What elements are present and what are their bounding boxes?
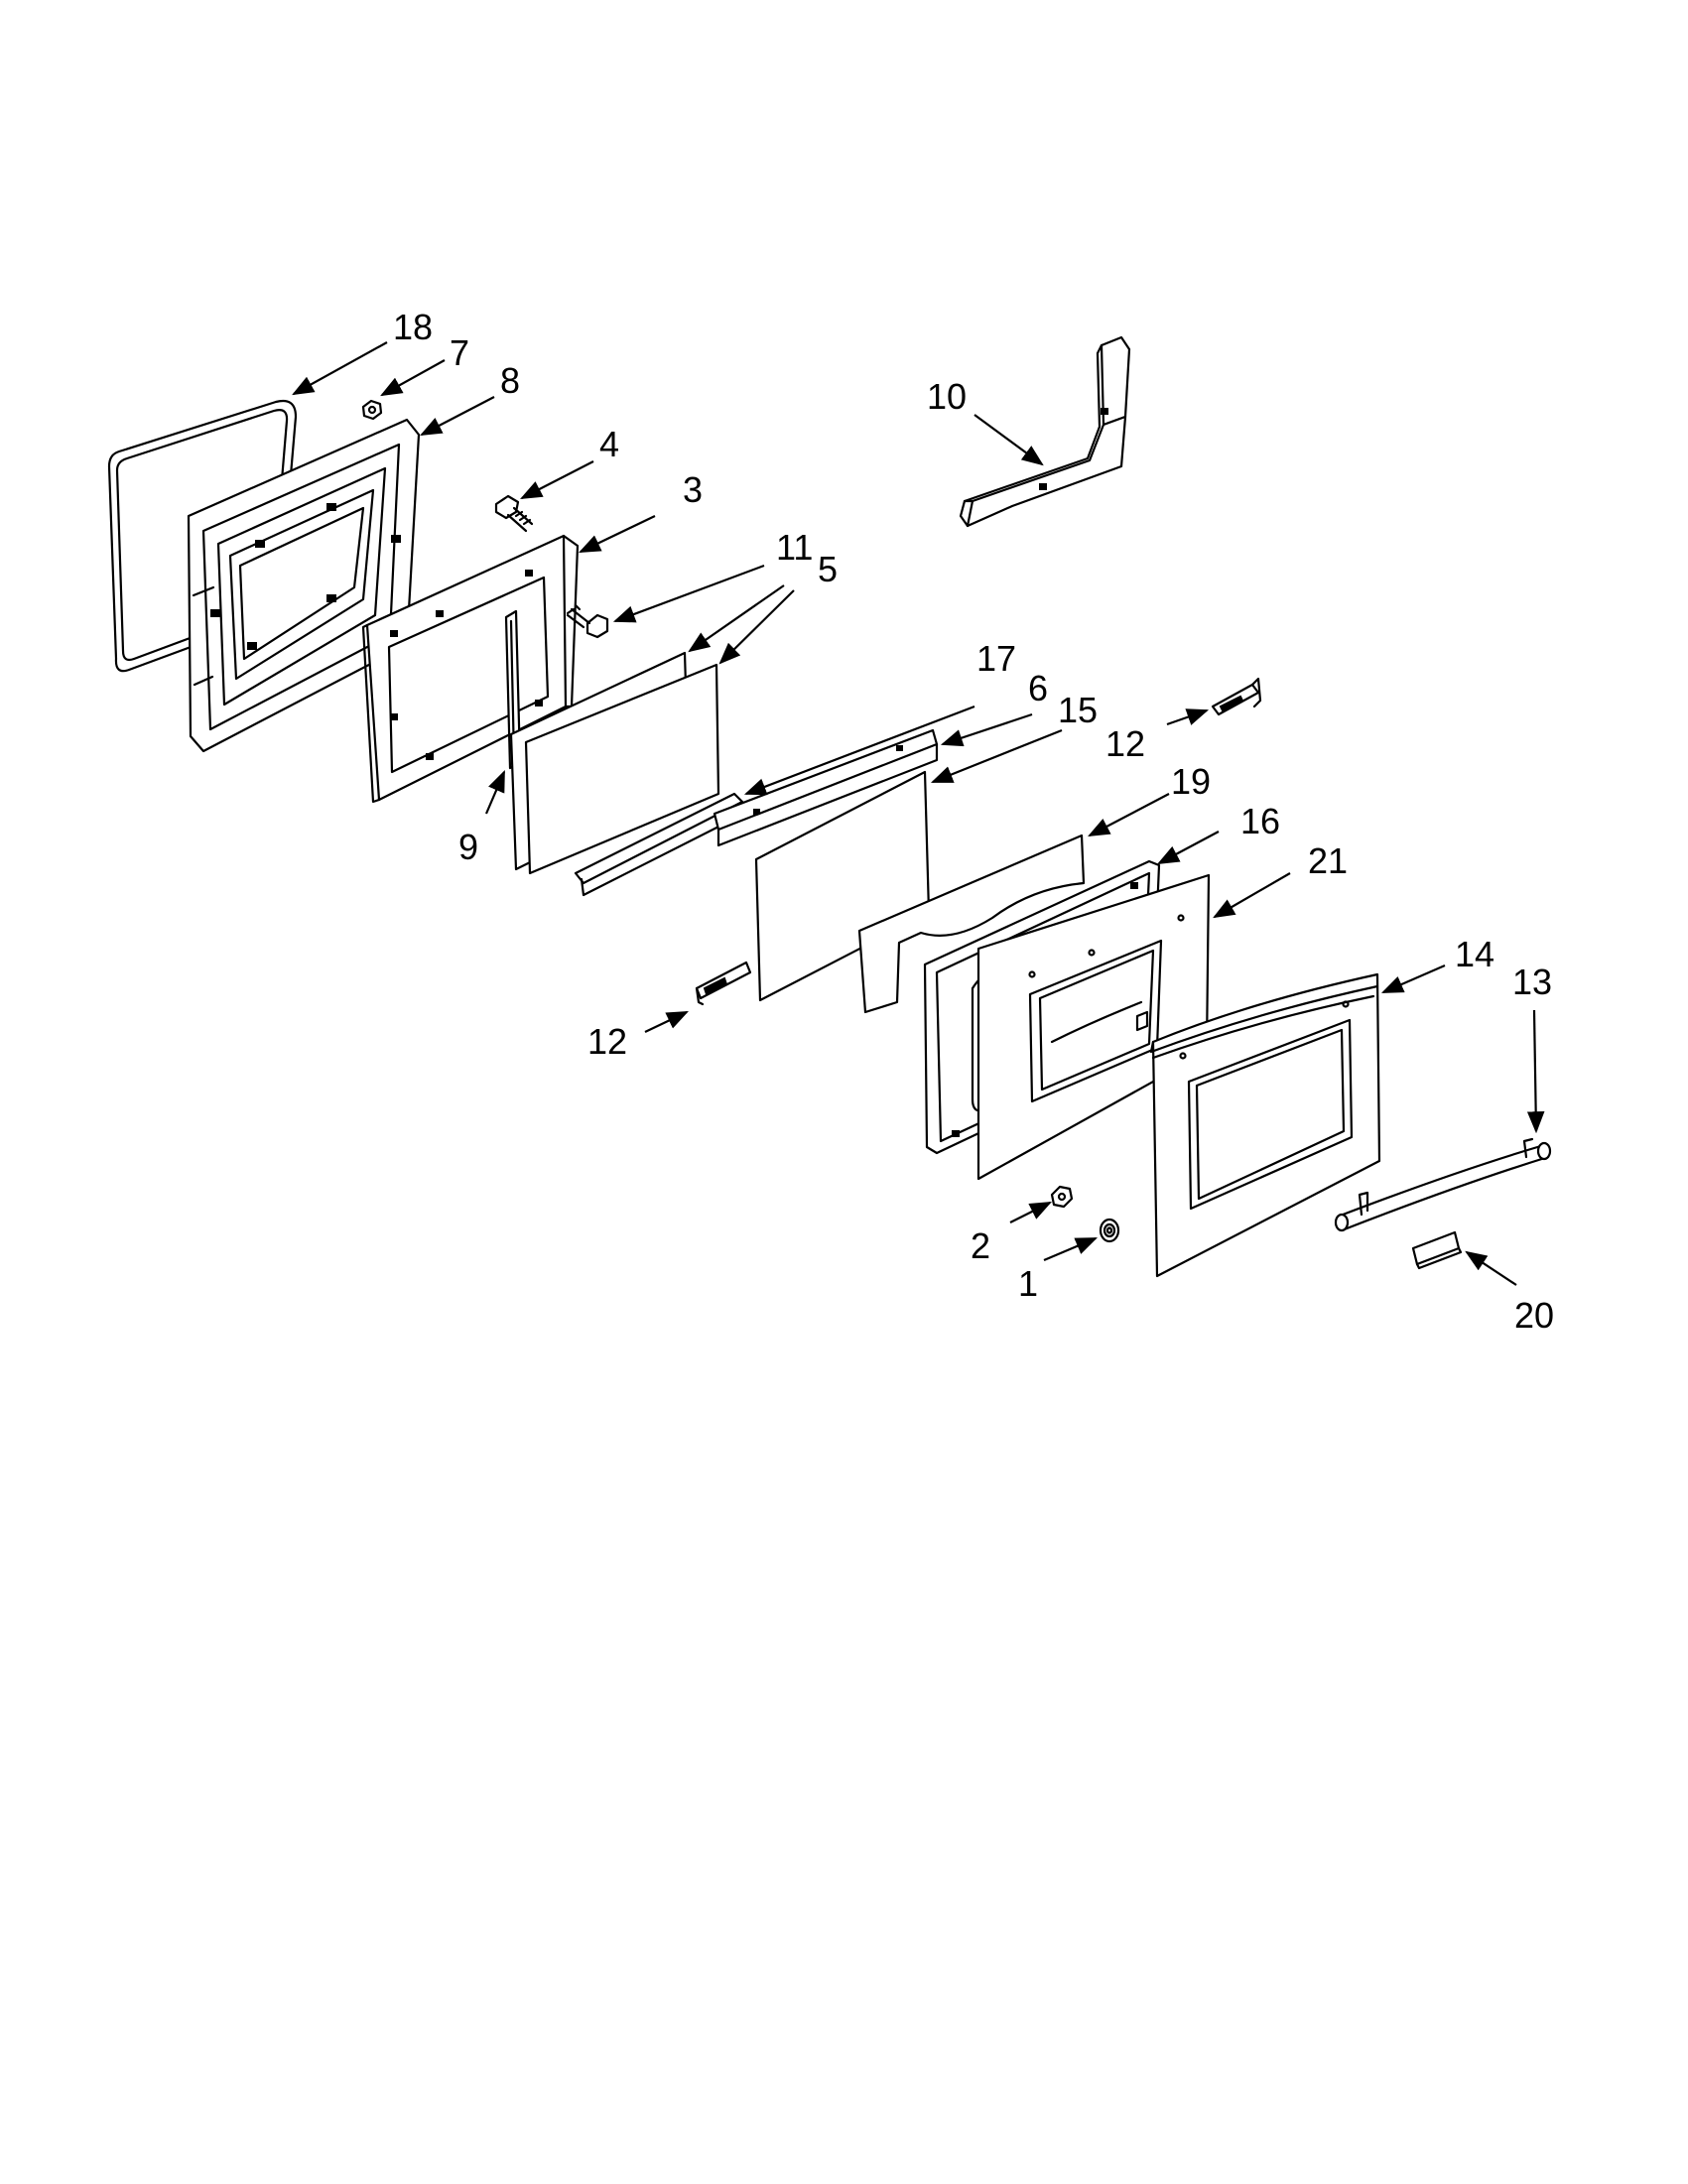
callout-11: 11 bbox=[776, 527, 813, 568]
callout-21: 21 bbox=[1308, 840, 1348, 881]
part-13-handle bbox=[1334, 1137, 1552, 1232]
callout-6: 6 bbox=[1028, 668, 1048, 708]
callout-2: 2 bbox=[971, 1225, 990, 1266]
part-20-badge bbox=[1411, 1230, 1463, 1270]
part-10-side-trim bbox=[959, 335, 1131, 528]
leader-lines bbox=[292, 341, 1545, 1286]
part-21-outer-panel bbox=[976, 873, 1211, 1181]
part-5-glass-panes bbox=[509, 651, 720, 875]
callout-20: 20 bbox=[1514, 1295, 1554, 1336]
callout-4: 4 bbox=[599, 424, 619, 464]
callout-7: 7 bbox=[450, 332, 469, 373]
part-1-washer bbox=[1099, 1218, 1120, 1243]
part-12-lower-clip bbox=[695, 961, 752, 1006]
callout-3: 3 bbox=[683, 469, 703, 510]
part-19-insulation bbox=[857, 834, 1086, 1014]
part-11-screw bbox=[566, 603, 609, 639]
part-12-upper-clip bbox=[1211, 677, 1262, 716]
callout-19: 19 bbox=[1171, 761, 1211, 802]
part-7-nut bbox=[361, 399, 383, 421]
callout-9: 9 bbox=[458, 827, 478, 867]
part-6-glass-channel bbox=[713, 728, 939, 847]
part-3-glass-frame bbox=[361, 534, 580, 804]
callout-13: 13 bbox=[1512, 962, 1552, 1002]
callout-8: 8 bbox=[500, 360, 520, 401]
part-2-nut bbox=[1050, 1185, 1074, 1209]
callout-12-lower: 12 bbox=[587, 1021, 627, 1062]
callout-10: 10 bbox=[927, 376, 967, 417]
part-15-outer-glass bbox=[754, 770, 931, 1002]
callout-5: 5 bbox=[818, 549, 838, 589]
part-4-screw bbox=[494, 494, 534, 533]
callout-1: 1 bbox=[1018, 1263, 1038, 1304]
callout-labels: 18 7 8 4 3 11 5 10 17 6 15 12 9 19 16 21… bbox=[393, 307, 1554, 1336]
callout-16: 16 bbox=[1240, 801, 1280, 841]
callout-17: 17 bbox=[976, 638, 1016, 679]
callout-14: 14 bbox=[1455, 934, 1494, 974]
callout-18: 18 bbox=[393, 307, 433, 347]
part-14-door-skin bbox=[1149, 972, 1381, 1278]
callout-12-upper: 12 bbox=[1105, 723, 1145, 764]
callout-15: 15 bbox=[1058, 690, 1098, 730]
